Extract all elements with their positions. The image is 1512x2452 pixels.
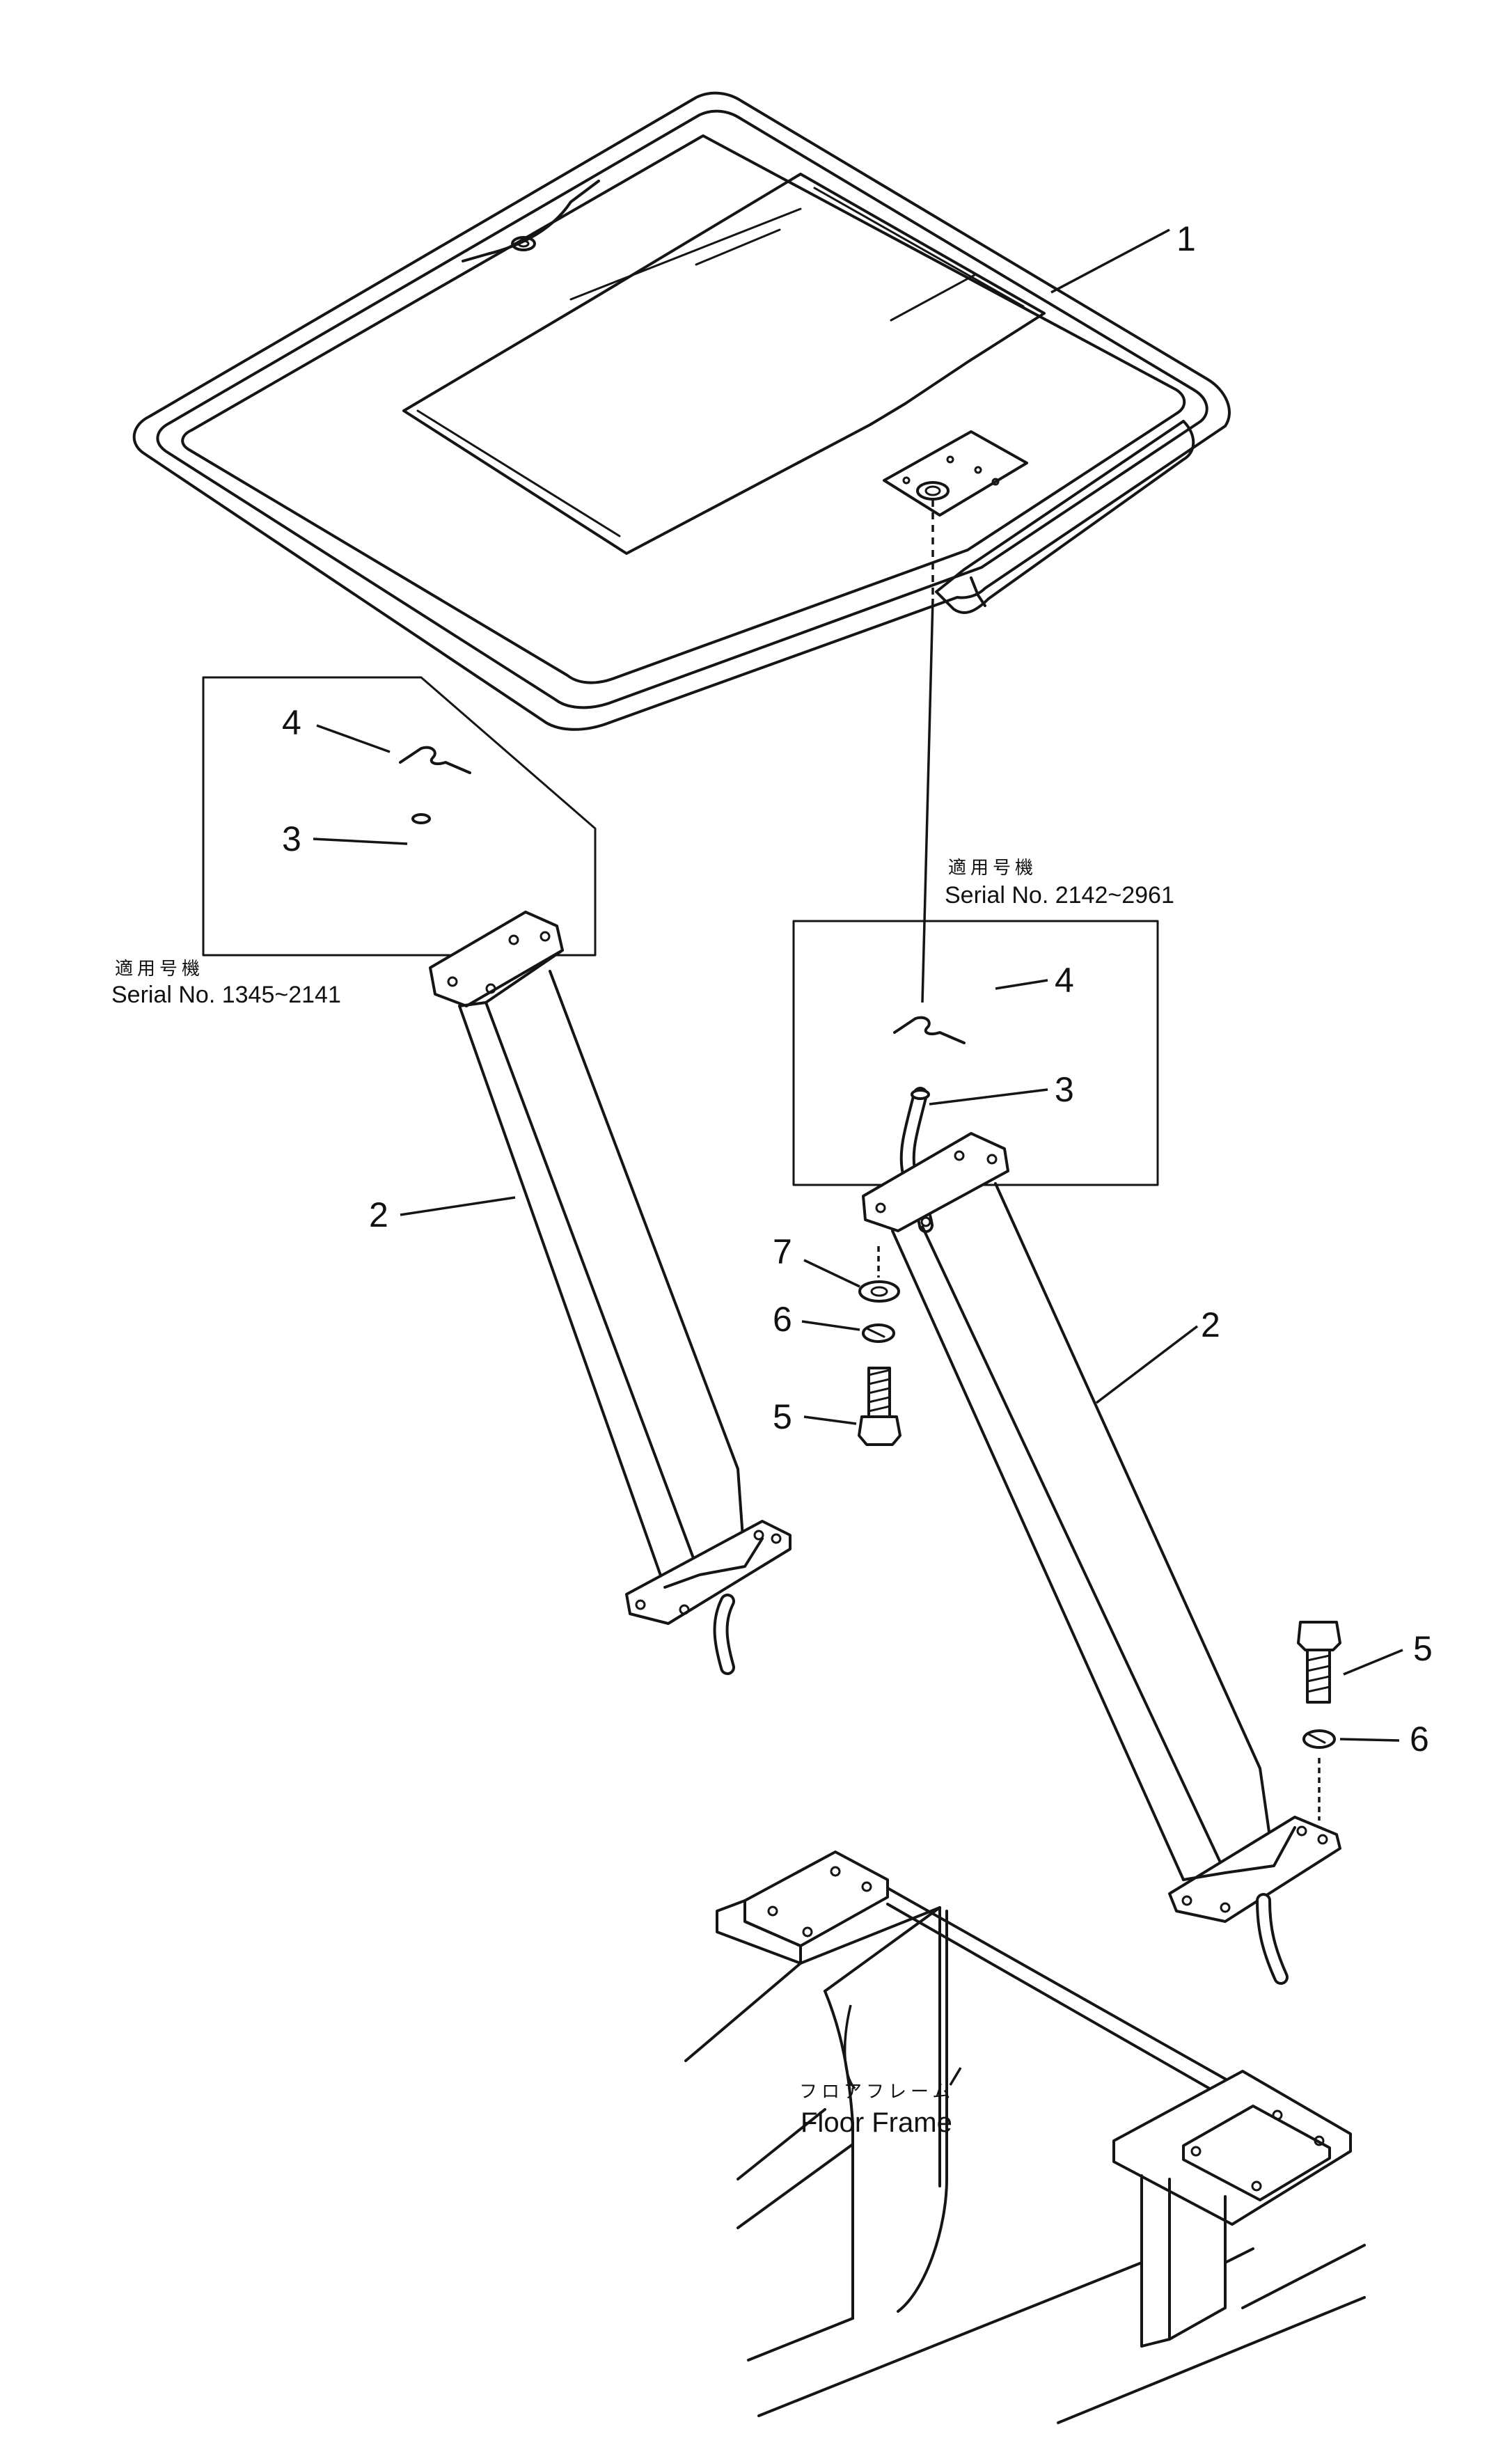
callout-post-left: 2 xyxy=(369,1195,388,1234)
callout-post-right: 2 xyxy=(1201,1305,1220,1344)
floor-frame-label: フロアフレーム Floor Frame xyxy=(799,2081,954,2138)
callout-washer-plain: 7 xyxy=(773,1232,792,1271)
canopy-roof xyxy=(132,91,1231,1003)
left-detail-inset xyxy=(202,676,597,959)
hardware-lower xyxy=(1297,1621,1341,1821)
callout-clip-left: 4 xyxy=(282,703,301,742)
serial-note-right: 適用号機 Serial No. 2142~2961 xyxy=(945,857,1174,909)
callout-spring-washer-bottom: 6 xyxy=(1410,1720,1429,1759)
clip-left xyxy=(399,746,471,774)
floor-frame-jp: フロアフレーム xyxy=(799,2081,954,2102)
floor-frame xyxy=(684,1850,1366,2424)
serial-right-jp: 適用号機 xyxy=(948,857,1037,878)
serial-left-jp: 適用号機 xyxy=(115,958,204,979)
callout-canopy: 1 xyxy=(1176,219,1196,258)
callout-bolt-top: 5 xyxy=(773,1397,792,1436)
serial-right-text: Serial No. 2142~2961 xyxy=(945,882,1174,909)
hardware-upper xyxy=(858,1246,901,1446)
serial-note-left: 適用号機 Serial No. 1345~2141 xyxy=(111,958,341,1008)
clip-right xyxy=(893,1016,966,1044)
floor-frame-en: Floor Frame xyxy=(801,2107,952,2138)
callout-clip-right: 4 xyxy=(1055,961,1074,1000)
post-left xyxy=(429,911,792,1675)
callout-bolt-bottom: 5 xyxy=(1413,1629,1433,1668)
serial-left-text: Serial No. 1345~2141 xyxy=(111,982,341,1008)
callout-hose-left: 3 xyxy=(282,819,301,858)
post-right xyxy=(862,1132,1341,1985)
leader-lines xyxy=(313,228,1403,2090)
callout-spring-washer-top: 6 xyxy=(773,1300,792,1339)
callout-hose-right: 3 xyxy=(1055,1070,1074,1109)
callout-labels: 1 4 3 2 4 3 7 6 5 2 5 6 xyxy=(282,219,1433,1759)
